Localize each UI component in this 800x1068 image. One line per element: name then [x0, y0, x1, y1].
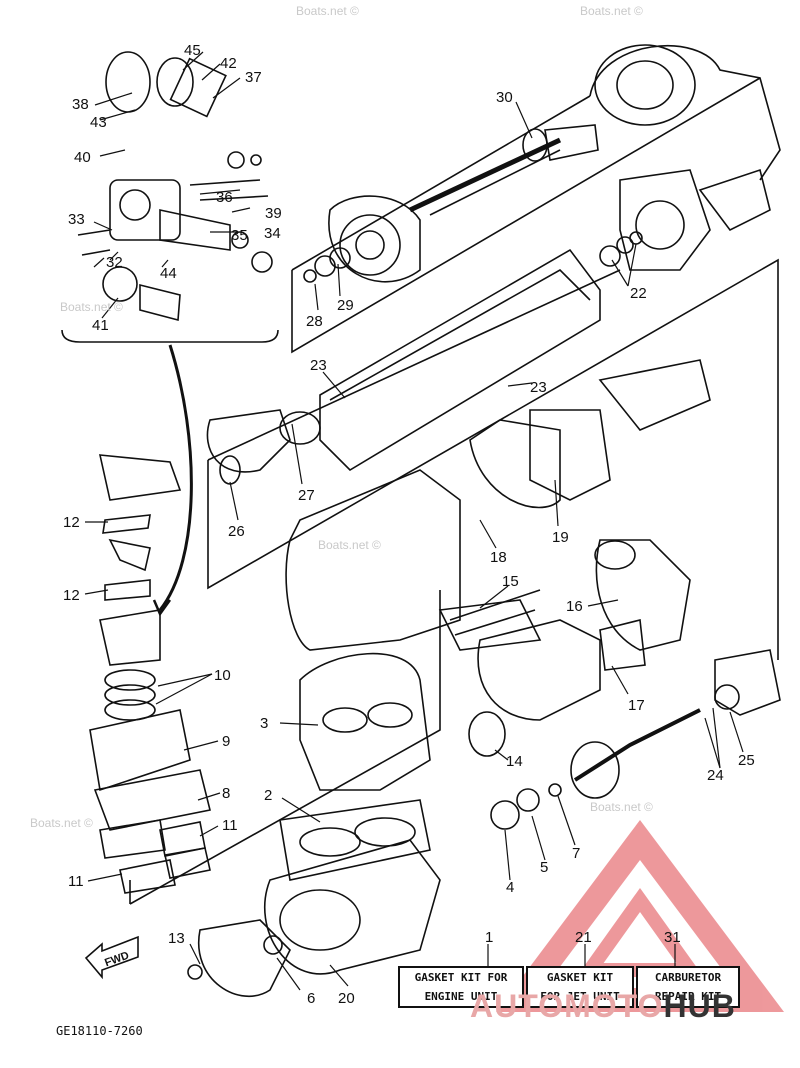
callout-6: 6: [307, 990, 315, 1007]
kit-line2: REPAIR KIT: [654, 990, 722, 1003]
leader-lines: [84, 51, 744, 991]
callout-44: 44: [160, 265, 177, 282]
callout-2: 2: [264, 787, 272, 804]
callout-26: 26: [228, 523, 245, 540]
diagram-code: GE18110-7260: [56, 1024, 143, 1038]
callout-35: 35: [231, 227, 248, 244]
brand-part2: HUB: [663, 988, 736, 1024]
fwd-arrow-icon: [84, 935, 139, 980]
callout-9: 9: [222, 733, 230, 750]
callout-21: 21: [575, 929, 592, 946]
callout-5: 5: [540, 859, 548, 876]
watermark-text: Boats.net ©: [30, 816, 93, 830]
callout-38: 38: [72, 96, 89, 113]
callout-8: 8: [222, 785, 230, 802]
callout-29: 29: [337, 297, 354, 314]
part-number-labels: 1 2 3 4 5 6 7 8 9 10 11 11 12 12 13 14 1…: [63, 42, 755, 1007]
callout-20: 20: [338, 990, 355, 1007]
brand-logo: AUTOMOTOHUB: [470, 988, 736, 1025]
callout-45: 45: [184, 42, 201, 59]
callout-11b: 11: [68, 873, 84, 890]
carburetor-group: [61, 51, 279, 617]
callout-7: 7: [572, 845, 580, 862]
callout-25: 25: [738, 752, 755, 769]
callout-28: 28: [306, 313, 323, 330]
watermark-text: Boats.net ©: [296, 4, 359, 18]
callout-18: 18: [490, 549, 507, 566]
kit-line1: GASKET KIT FOR: [414, 971, 508, 984]
callout-4: 4: [506, 879, 514, 896]
kit-line2: FOR JET UNIT: [540, 990, 620, 1003]
kit-box-carburetor: CARBURETOR REPAIR KIT: [636, 966, 740, 1008]
kit-box-jet: GASKET KIT FOR JET UNIT: [526, 966, 634, 1008]
callout-34: 34: [264, 225, 281, 242]
callout-11a: 11: [222, 817, 238, 834]
callout-3: 3: [260, 715, 268, 732]
watermark-text: Boats.net ©: [580, 4, 643, 18]
callout-39: 39: [265, 205, 282, 222]
brand-part1: AUTOMOTO: [470, 988, 664, 1024]
callout-24: 24: [707, 767, 724, 784]
kit-box-engine: GASKET KIT FOR ENGINE UNIT: [398, 966, 524, 1008]
callout-32: 32: [106, 254, 123, 271]
callout-1: 1: [485, 929, 493, 946]
kit-line2: ENGINE UNIT: [424, 990, 498, 1003]
callout-14: 14: [506, 753, 523, 770]
callout-23b: 23: [530, 379, 547, 396]
callout-16: 16: [566, 598, 583, 615]
callout-12b: 12: [63, 587, 80, 604]
callout-10: 10: [214, 667, 231, 684]
callout-42: 42: [220, 55, 237, 72]
callout-43: 43: [90, 114, 107, 131]
callout-33: 33: [68, 211, 85, 228]
callout-27: 27: [298, 487, 315, 504]
callout-40: 40: [74, 149, 91, 166]
kit-line1: CARBURETOR: [654, 971, 722, 984]
callout-23a: 23: [310, 357, 327, 374]
jet-pump-group: [291, 44, 781, 354]
watermark-text: Boats.net ©: [60, 300, 123, 314]
engine-group: [89, 248, 781, 998]
callout-13: 13: [168, 930, 185, 947]
callout-22: 22: [630, 285, 647, 302]
kit-line1: GASKET KIT: [546, 971, 614, 984]
callout-37: 37: [245, 69, 262, 86]
callout-36: 36: [216, 189, 233, 206]
callout-31: 31: [664, 929, 681, 946]
watermark-text: Boats.net ©: [590, 800, 653, 814]
callout-15: 15: [502, 573, 519, 590]
callout-30: 30: [496, 89, 513, 106]
callout-17: 17: [628, 697, 645, 714]
callout-19: 19: [552, 529, 569, 546]
callout-12a: 12: [63, 514, 80, 531]
callout-41: 41: [92, 317, 109, 334]
watermark-text: Boats.net ©: [318, 538, 381, 552]
